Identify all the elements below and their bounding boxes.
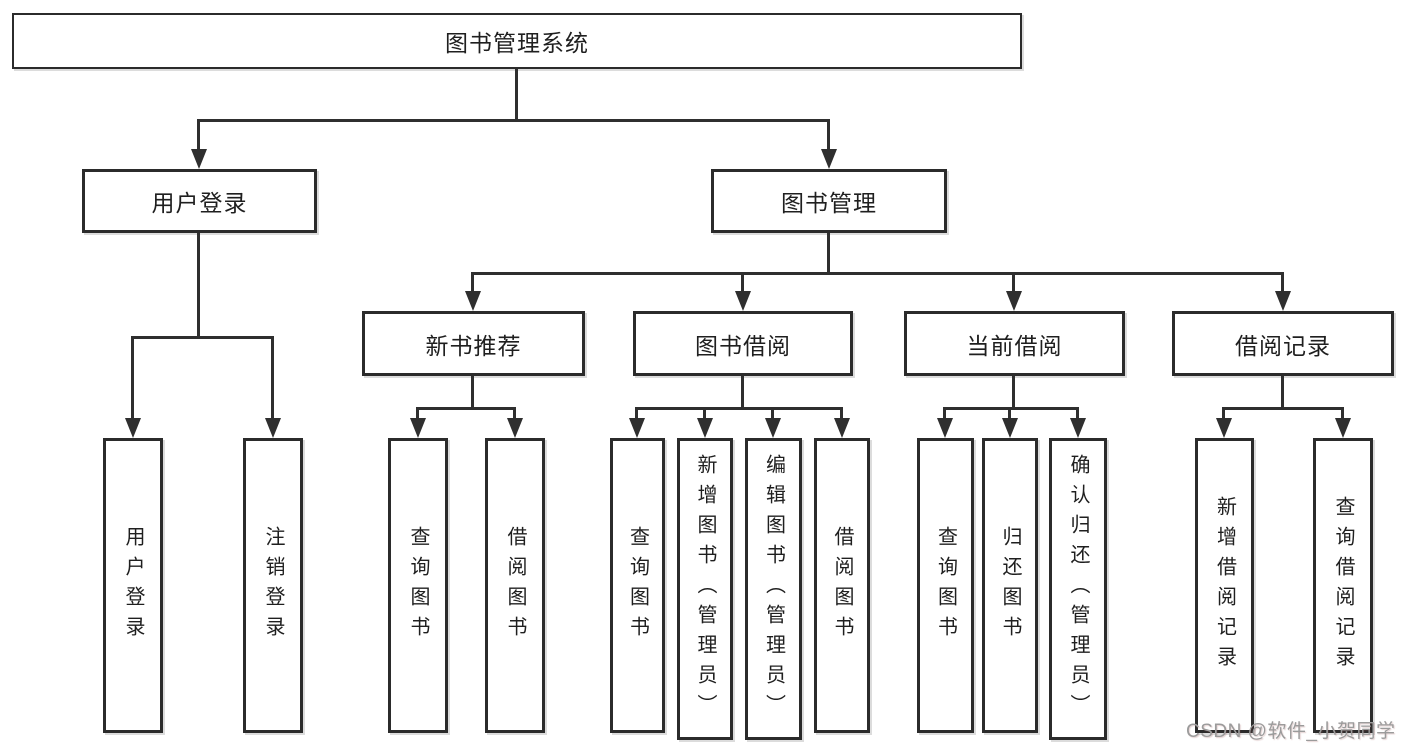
- leaf-logout-label: 注销登录: [262, 525, 284, 646]
- connector-splitter: [131, 336, 274, 339]
- leaf-newbook-query: 查询图书: [388, 438, 448, 733]
- leaf-borrow-query: 查询图书: [610, 438, 665, 733]
- connector-stem: [943, 407, 946, 418]
- leaf-newbook-query-label: 查询图书: [407, 525, 429, 646]
- leaf-confirm-return-admin: 确认归还（管理员）: [1049, 438, 1107, 740]
- node-current-borrow: 当前借阅: [904, 311, 1125, 376]
- connector-stem: [1012, 272, 1015, 291]
- leaf-record-query-label: 查询借阅记录: [1332, 495, 1354, 676]
- leaf-user-login: 用户登录: [103, 438, 163, 733]
- node-library-system: 图书管理系统: [12, 13, 1022, 69]
- arrow-down-icon: [465, 291, 481, 311]
- arrow-down-icon: [765, 418, 781, 438]
- node-user-login: 用户登录: [82, 169, 317, 233]
- connector-stem: [741, 376, 744, 407]
- connector-stem: [635, 407, 638, 418]
- connector-stem: [1341, 407, 1344, 418]
- arrow-down-icon: [1070, 418, 1086, 438]
- arrow-down-icon: [507, 418, 523, 438]
- connector-splitter: [635, 407, 843, 410]
- connector-stem: [416, 407, 419, 418]
- connector-level2-splitter: [471, 272, 1284, 275]
- connector-splitter: [1222, 407, 1344, 410]
- connector-stem: [513, 407, 516, 418]
- leaf-confirm-return-admin-label: 确认归还（管理员）: [1067, 454, 1089, 724]
- connector-stem: [771, 407, 774, 418]
- leaf-borrow-query-label: 查询图书: [626, 525, 649, 646]
- connector-stem: [741, 272, 744, 291]
- arrow-down-icon: [1216, 418, 1232, 438]
- connector-stem: [131, 336, 134, 418]
- node-book-management: 图书管理: [711, 169, 947, 233]
- arrow-down-icon: [1335, 418, 1351, 438]
- connector-stem: [197, 119, 200, 149]
- connector-stem: [471, 272, 474, 291]
- node-new-book-recommend: 新书推荐: [362, 311, 585, 376]
- node-user-login-label: 用户登录: [151, 190, 248, 216]
- connector-stem: [1008, 407, 1011, 418]
- csdn-watermark: CSDN @软件_小贺同学: [1186, 721, 1396, 742]
- connector-stem: [1222, 407, 1225, 418]
- arrow-down-icon: [821, 149, 837, 169]
- leaf-record-add-label: 新增借阅记录: [1213, 495, 1236, 676]
- leaf-record-query: 查询借阅记录: [1313, 438, 1373, 733]
- connector-root-stem: [515, 69, 518, 119]
- arrow-down-icon: [125, 418, 141, 438]
- leaf-borrow-book: 借阅图书: [814, 438, 870, 733]
- leaf-user-login-label: 用户登录: [122, 525, 144, 646]
- connector-stem: [840, 407, 843, 418]
- leaf-borrow-add-admin-label: 新增图书（管理员）: [694, 454, 716, 724]
- arrow-down-icon: [265, 418, 281, 438]
- connector-stem: [1281, 376, 1284, 407]
- leaf-return-book: 归还图书: [982, 438, 1038, 733]
- node-book-borrow-label: 图书借阅: [695, 332, 791, 359]
- node-library-system-label: 图书管理系统: [445, 30, 589, 56]
- leaf-current-query-label: 查询图书: [934, 525, 957, 646]
- connector-level1-splitter: [197, 119, 830, 122]
- arrow-down-icon: [1275, 291, 1291, 311]
- node-borrow-record: 借阅记录: [1172, 311, 1394, 376]
- connector-stem: [471, 376, 474, 407]
- leaf-record-add: 新增借阅记录: [1195, 438, 1254, 733]
- arrow-down-icon: [937, 418, 953, 438]
- node-book-borrow: 图书借阅: [633, 311, 853, 376]
- node-book-management-label: 图书管理: [781, 190, 877, 216]
- leaf-borrow-edit-admin: 编辑图书（管理员）: [745, 438, 802, 740]
- connector-stem: [827, 233, 830, 272]
- leaf-borrow-book-label: 借阅图书: [831, 525, 853, 646]
- connector-stem: [827, 119, 830, 149]
- connector-stem: [271, 336, 274, 418]
- node-current-borrow-label: 当前借阅: [966, 332, 1063, 359]
- arrow-down-icon: [735, 291, 751, 311]
- leaf-logout: 注销登录: [243, 438, 303, 733]
- arrow-down-icon: [410, 418, 426, 438]
- arrow-down-icon: [191, 149, 207, 169]
- arrow-down-icon: [629, 418, 645, 438]
- connector-stem: [197, 233, 200, 336]
- node-new-book-recommend-label: 新书推荐: [425, 332, 522, 359]
- arrow-down-icon: [1006, 291, 1022, 311]
- arrow-down-icon: [697, 418, 713, 438]
- connector-splitter: [943, 407, 1079, 410]
- arrow-down-icon: [834, 418, 850, 438]
- leaf-newbook-borrow: 借阅图书: [485, 438, 545, 733]
- connector-splitter: [416, 407, 516, 410]
- connector-stem: [1281, 272, 1284, 291]
- leaf-return-book-label: 归还图书: [999, 525, 1021, 646]
- connector-stem: [1012, 376, 1015, 407]
- node-borrow-record-label: 借阅记录: [1235, 332, 1331, 359]
- connector-stem: [1076, 407, 1079, 418]
- leaf-newbook-borrow-label: 借阅图书: [504, 525, 526, 646]
- arrow-down-icon: [1002, 418, 1018, 438]
- leaf-borrow-edit-admin-label: 编辑图书（管理员）: [762, 454, 785, 724]
- connector-stem: [703, 407, 706, 418]
- leaf-borrow-add-admin: 新增图书（管理员）: [677, 438, 733, 740]
- leaf-current-query: 查询图书: [917, 438, 974, 733]
